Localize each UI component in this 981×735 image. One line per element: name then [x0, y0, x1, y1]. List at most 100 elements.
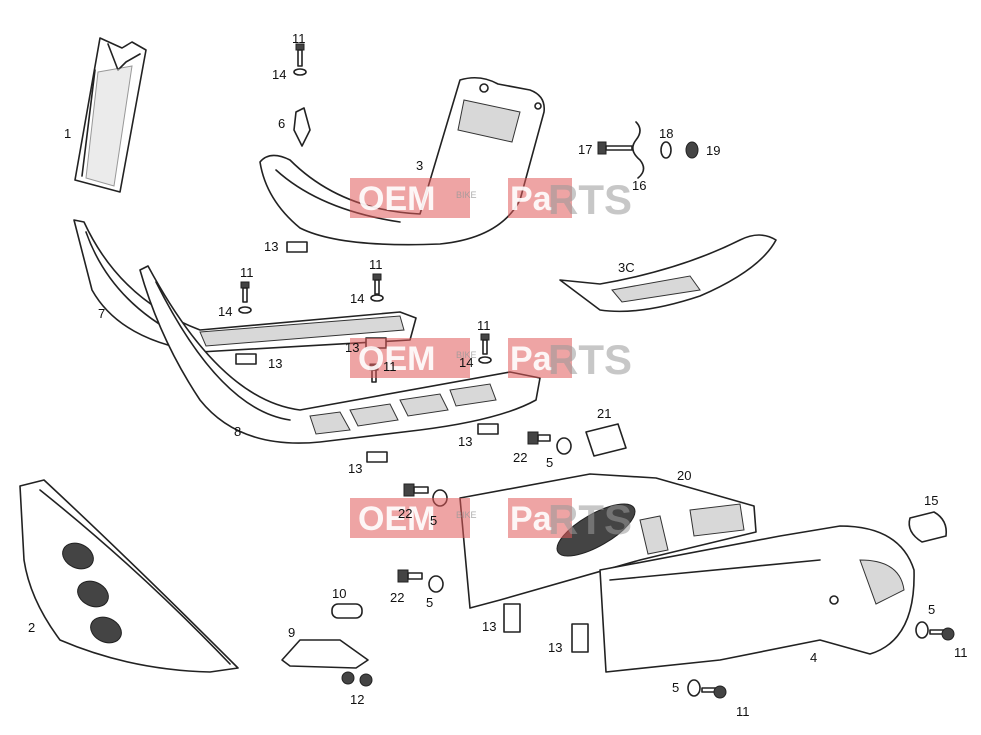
callout-19: 19	[706, 143, 720, 158]
callout-13e: 13	[348, 461, 362, 476]
screw-11-e	[929, 627, 955, 641]
callout-8: 8	[234, 424, 241, 439]
callout-3c: 3C	[618, 260, 635, 275]
callout-17: 17	[578, 142, 592, 157]
callout-12: 12	[350, 692, 364, 707]
callout-11e: 11	[383, 359, 397, 374]
watermark-1: OEM BIKE Pa RTS	[350, 176, 632, 223]
spring-16	[632, 121, 645, 179]
clip-13-d	[477, 423, 499, 435]
watermark-rts: RTS	[548, 176, 632, 223]
screw-11-left	[240, 281, 250, 303]
callout-11g: 11	[736, 704, 750, 719]
callout-16: 16	[632, 178, 646, 193]
callout-13c: 13	[345, 340, 359, 355]
part-8-floor-tray	[139, 265, 541, 444]
clip-13-e	[366, 451, 388, 463]
part-1-column-cover	[74, 37, 147, 193]
callout-7: 7	[98, 306, 105, 321]
callout-3: 3	[416, 158, 423, 173]
watermark-pa: Pa	[510, 180, 553, 218]
callout-22b: 22	[398, 506, 412, 521]
washer-5-c	[428, 575, 444, 593]
part-6-clip	[293, 107, 311, 147]
washer-14-top	[293, 68, 307, 76]
watermark-pa-2: Pa	[510, 340, 553, 378]
washer-18	[660, 141, 672, 159]
clip-13-b	[235, 353, 257, 365]
callout-5c: 5	[426, 595, 433, 610]
washer-5-d	[915, 621, 929, 639]
callout-21: 21	[597, 406, 611, 421]
watermark-pa-3: Pa	[510, 500, 553, 538]
callout-6: 6	[278, 116, 285, 131]
watermark-rts-3: RTS	[548, 496, 632, 543]
callout-labels: 1 2 3 3C 4 5 5 5 5 5 6 7 8 9 10 11 11 11…	[28, 31, 968, 719]
watermark-bike-3: BIKE	[456, 510, 477, 520]
screw-11-top	[295, 43, 305, 67]
callout-14d: 14	[459, 355, 473, 370]
watermark-bike-2: BIKE	[456, 350, 477, 360]
washer-14-right	[478, 356, 492, 364]
screw-11-mid	[372, 273, 382, 295]
callout-9: 9	[288, 625, 295, 640]
part-9-bracket	[281, 639, 369, 669]
callout-11a: 11	[292, 31, 306, 46]
screw-11-f	[701, 685, 727, 699]
washer-5-e	[687, 679, 701, 697]
callout-22a: 22	[513, 450, 527, 465]
callout-5d: 5	[928, 602, 935, 617]
washer-14-mid	[370, 294, 384, 302]
clip-13-g	[571, 623, 589, 653]
screw-12-b	[359, 673, 373, 687]
bolt-22-c	[397, 569, 423, 583]
part-3-floor-cover	[259, 76, 546, 246]
callout-22c: 22	[390, 590, 404, 605]
callout-5a: 5	[546, 455, 553, 470]
part-10-grommet	[331, 603, 363, 619]
watermark-2: OEM BIKE Pa RTS	[350, 336, 632, 383]
callout-13a: 13	[264, 239, 278, 254]
watermark-3: OEM BIKE Pa RTS	[350, 496, 632, 543]
part-2-side-panel	[19, 479, 239, 673]
watermark-oem-3: OEM	[358, 500, 435, 538]
watermark-oem: OEM	[358, 180, 435, 218]
watermark-bike: BIKE	[456, 190, 477, 200]
part-21-clip	[585, 423, 627, 457]
clip-13-f	[503, 603, 521, 633]
callout-5b: 5	[430, 513, 437, 528]
screw-12-a	[341, 671, 355, 685]
callout-13b: 13	[268, 356, 282, 371]
callout-11c: 11	[369, 257, 383, 272]
callout-2: 2	[28, 620, 35, 635]
washer-14-left	[238, 306, 252, 314]
callout-14c: 14	[350, 291, 364, 306]
callout-15: 15	[924, 493, 938, 508]
callout-11b: 11	[240, 265, 254, 280]
callout-13d: 13	[458, 434, 472, 449]
part-15-cap	[908, 511, 948, 543]
callout-11d: 11	[477, 318, 491, 333]
bolt-22-a	[527, 431, 551, 445]
callout-1: 1	[64, 126, 71, 141]
nut-19	[685, 141, 699, 159]
callout-18: 18	[659, 126, 673, 141]
callout-14a: 14	[272, 67, 286, 82]
callout-13g: 13	[548, 640, 562, 655]
bolt-17	[597, 141, 633, 155]
callout-13f: 13	[482, 619, 496, 634]
callout-11f: 11	[954, 645, 968, 660]
clip-13-a	[286, 241, 308, 253]
screw-11-right	[480, 333, 490, 355]
watermark-oem-2: OEM	[358, 340, 435, 378]
callout-20: 20	[677, 468, 691, 483]
part-4-rear-side-cover	[599, 525, 915, 673]
callout-5e: 5	[672, 680, 679, 695]
callout-10: 10	[332, 586, 346, 601]
washer-5-a	[556, 437, 572, 455]
bolt-22-b	[403, 483, 429, 497]
part-3c-footboard-mat	[559, 234, 777, 313]
callout-14b: 14	[218, 304, 232, 319]
watermark-rts-2: RTS	[548, 336, 632, 383]
